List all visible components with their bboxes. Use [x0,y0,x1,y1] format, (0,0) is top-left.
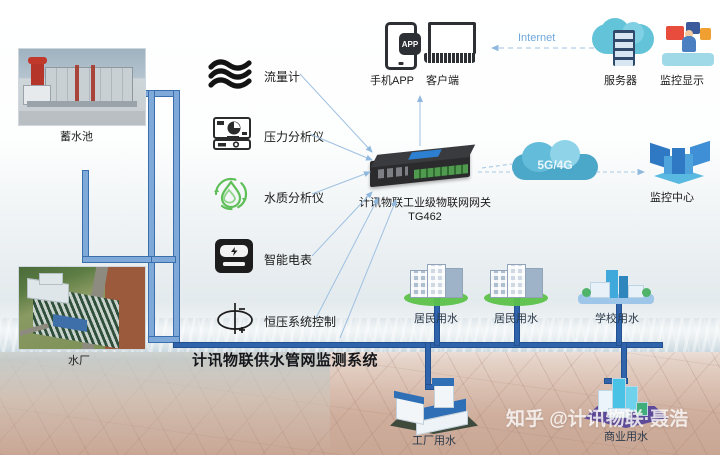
iot-gateway-icon [370,144,476,188]
smartphone-app-icon: APP [385,22,421,70]
pipe-plant-link [82,256,152,263]
pipe-main-vertical [173,90,180,342]
reservoir-photo [18,48,146,126]
residential-2-icon [484,262,548,306]
app-badge: APP [399,33,421,55]
commercial-icon [584,372,668,428]
pipe-secondary-vertical [148,90,155,342]
water-quality-icon [210,174,252,214]
residential-1-icon [404,262,468,306]
laptop-client-icon [424,22,476,66]
client-label: 客户端 [426,75,459,87]
smart-meter-label: 智能电表 [264,253,313,267]
internet-label: Internet [518,32,556,44]
school-label: 学校用水 [595,313,639,325]
monitoring-center-icon [648,140,710,186]
pressure-analyzer-icon [212,116,252,150]
cloud-server-icon [592,18,654,70]
water-plant-photo [18,266,146,350]
factory-icon [390,378,478,436]
gateway-name-line1: 计讯物联工业级物联网网关 [359,197,491,209]
smart-meter-icon [214,238,254,274]
pipe-plant-in [148,256,176,263]
mobile-network-label: 5G/4G [537,158,573,172]
pipe-distribution-main [173,342,663,348]
factory-label: 工厂用水 [412,435,456,447]
residential-1-label: 居民用水 [414,313,458,325]
flowmeter-icon [208,58,252,92]
mobile-network-cloud-icon: 5G/4G [512,140,598,182]
residential-2-label: 居民用水 [494,313,538,325]
gateway-caption: 计讯物联工业级物联网网关 TG462 [330,196,520,224]
water-quality-label: 水质分析仪 [264,191,325,205]
watermark: 知乎 @计讯物联·聂浩 [506,409,689,430]
mobile-app-label: 手机APP [370,75,415,87]
monitor-center-label: 监控中心 [650,192,694,204]
monitor-display-label: 监控显示 [660,75,704,87]
system-title: 计讯物联供水管网监测系统 [192,352,379,369]
monitoring-display-icon [662,20,714,68]
server-label: 服务器 [604,75,637,87]
gateway-name-line2: TG462 [408,211,442,223]
water-plant-label: 水厂 [68,355,90,367]
flowmeter-label: 流量计 [264,70,301,84]
reservoir-label: 蓄水池 [60,131,93,143]
commercial-label: 商业用水 [604,431,648,443]
school-icon [578,268,654,308]
pipe-bottom-jog [148,336,180,343]
pipe-plant-riser [82,170,89,260]
pressure-control-icon [212,298,258,336]
pressure-analyzer-label: 压力分析仪 [264,130,325,144]
pressure-control-label: 恒压系统控制 [264,315,337,329]
ground-fade-left [0,352,330,455]
